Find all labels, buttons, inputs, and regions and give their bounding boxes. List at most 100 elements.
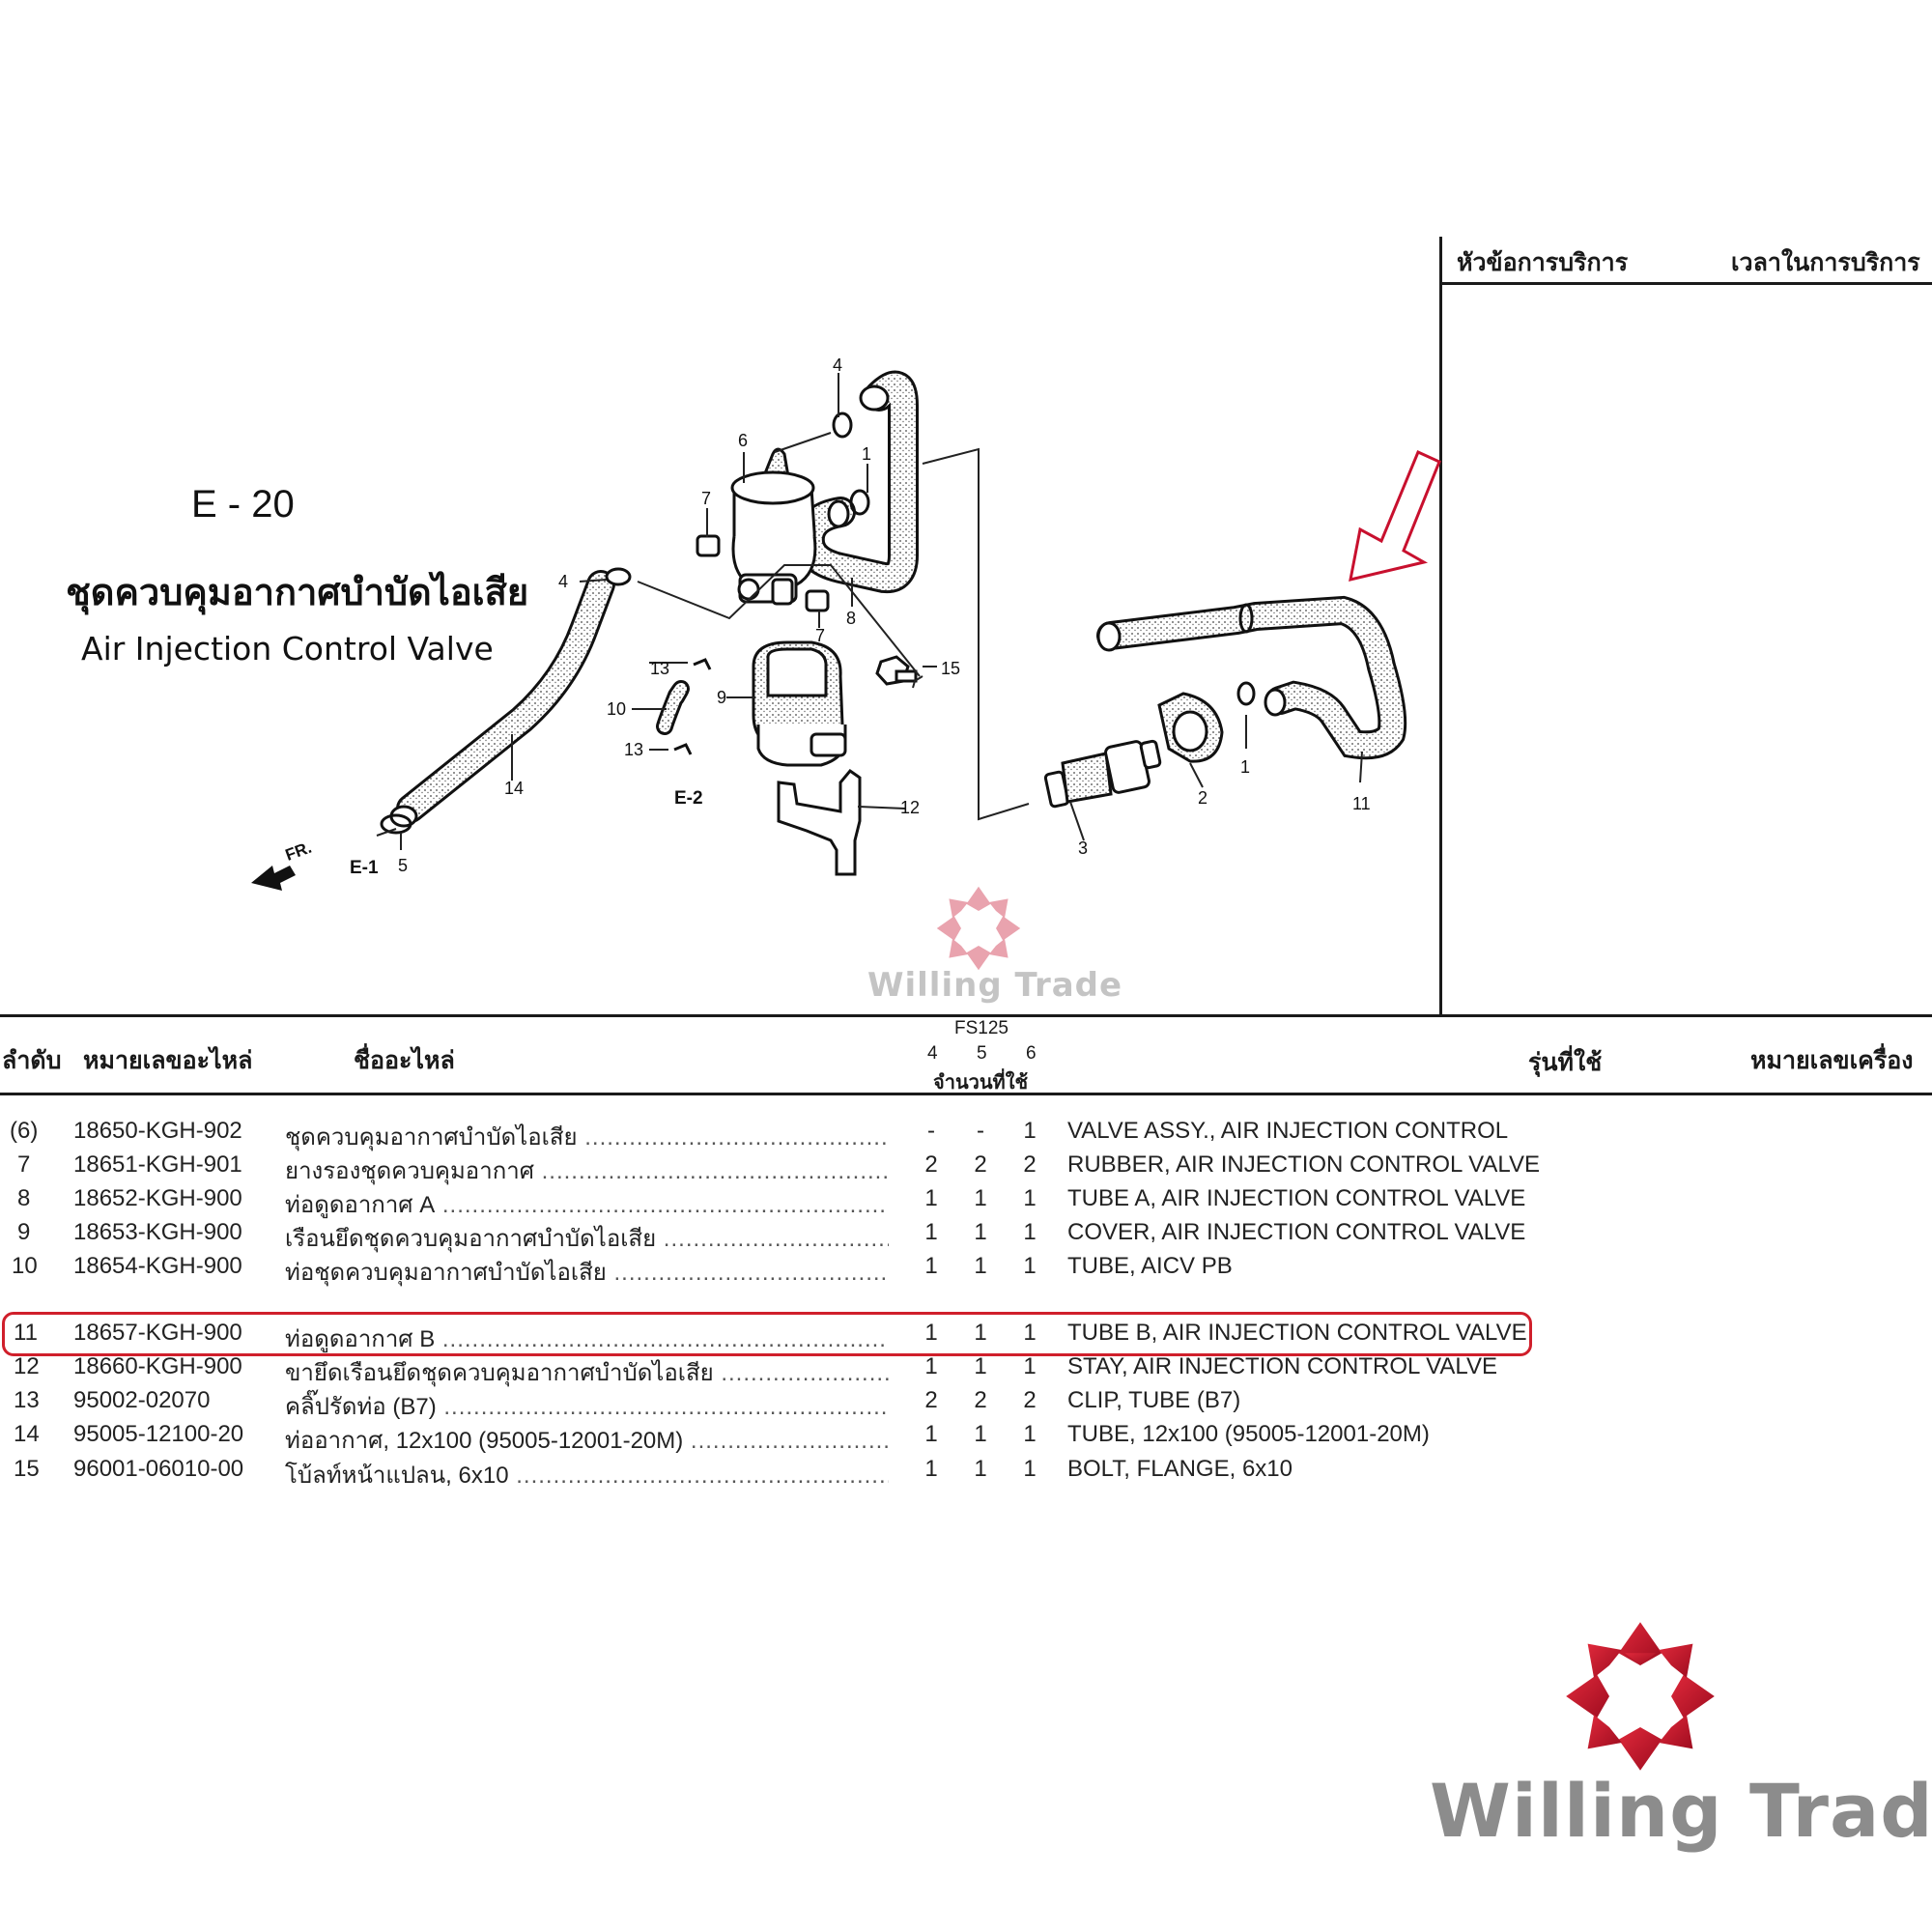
row-thai-name-cell: ท่อชุดควบคุมอากาศบำบัดไอเสีย ...........… (285, 1260, 889, 1286)
row-english-name: TUBE A, AIR INJECTION CONTROL VALVE (1067, 1185, 1526, 1211)
row-english-name: VALVE ASSY., AIR INJECTION CONTROL (1067, 1118, 1509, 1144)
callout-11: 11 (1352, 794, 1371, 813)
row-part-number: 95002-02070 (73, 1387, 211, 1413)
callout-12: 12 (900, 798, 920, 817)
row-qty-4: 1 (924, 1456, 938, 1482)
row-qty-4: - (927, 1118, 935, 1144)
row-qty-4: 1 (924, 1219, 938, 1245)
row-part-number: 18652-KGH-900 (73, 1185, 242, 1211)
row-part-number: 18654-KGH-900 (73, 1253, 242, 1279)
row-qty-4: 1 (924, 1320, 938, 1346)
row-no: (6) (10, 1118, 39, 1144)
row-english-name: TUBE, 12x100 (95005-12001-20M) (1067, 1421, 1430, 1447)
row-thai-name: เรือนยึดชุดควบคุมอากาศบำบัดไอเสีย (285, 1226, 657, 1252)
callout-6: 6 (738, 431, 748, 450)
callout-4-left: 4 (558, 572, 568, 591)
row-part-number: 96001-06010-00 (73, 1456, 244, 1482)
service-time-header: เวลาในการบริการ (1731, 248, 1920, 276)
callout-15: 15 (941, 659, 960, 678)
row-english-name: BOLT, FLANGE, 6x10 (1067, 1456, 1293, 1482)
row-qty-5: 1 (974, 1456, 987, 1482)
row-thai-name: ท่อชุดควบคุมอากาศบำบัดไอเสีย (285, 1260, 607, 1286)
row-qty-5: 2 (974, 1387, 987, 1413)
row-qty-6: 1 (1023, 1219, 1037, 1245)
callout-5: 5 (398, 856, 408, 875)
row-qty-4: 2 (924, 1151, 938, 1178)
row-thai-name: ยางรองชุดควบคุมอากาศ (285, 1158, 534, 1184)
callout-2: 2 (1198, 788, 1208, 808)
row-qty-6: 1 (1023, 1118, 1037, 1144)
row-qty-5: 1 (974, 1253, 987, 1279)
row-part-number: 18657-KGH-900 (73, 1320, 242, 1346)
variant-4-header: 4 (927, 1043, 938, 1064)
variant-6-header: 6 (1026, 1043, 1037, 1064)
row-no: 7 (17, 1151, 31, 1178)
row-qty-5: 1 (974, 1219, 987, 1245)
row-no: 12 (14, 1353, 40, 1379)
service-topic-header: หัวข้อการบริการ (1457, 248, 1629, 276)
row-qty-4: 1 (924, 1185, 938, 1211)
row-part-number: 18660-KGH-900 (73, 1353, 242, 1379)
row-thai-name-cell: ท่อดูดอากาศ B ..........................… (285, 1326, 889, 1352)
row-thai-name-cell: ขายึดเรือนยึดชุดควบคุมอากาศบำบัดไอเสีย .… (285, 1360, 889, 1386)
row-thai-name-cell: โบ้ลท์หน้าแปลน, 6x10 ...................… (285, 1463, 889, 1489)
callout-7-left: 7 (701, 489, 711, 508)
row-qty-4: 1 (924, 1421, 938, 1447)
callout-13-top: 13 (650, 659, 669, 678)
row-thai-name: โบ้ลท์หน้าแปลน, 6x10 (285, 1463, 509, 1489)
variant-5-header: 5 (977, 1043, 987, 1064)
willing-trade-logo-icon (1566, 1622, 1715, 1771)
table-header-rule (0, 1093, 1932, 1095)
row-qty-6: 1 (1023, 1253, 1037, 1279)
callout-4-top: 4 (833, 355, 842, 375)
section-title-thai: ชุดควบคุมอากาศบำบัดไอเสีย (66, 571, 529, 613)
row-no: 15 (14, 1456, 40, 1482)
row-thai-name: ท่อดูดอากาศ A (285, 1192, 436, 1218)
row-qty-6: 2 (1023, 1151, 1037, 1178)
row-no: 14 (14, 1421, 40, 1447)
row-thai-name-cell: คลิ๊ปรัดท่อ (B7) .......................… (285, 1394, 889, 1420)
callout-14: 14 (504, 779, 524, 798)
row-qty-5: 2 (974, 1151, 987, 1178)
row-qty-6: 1 (1023, 1353, 1037, 1379)
ref-e2: E-2 (674, 788, 703, 809)
row-highlight-box (2, 1312, 1532, 1356)
highlight-arrow-shape (1349, 449, 1441, 582)
row-thai-name-cell: เรือนยึดชุดควบคุมอากาศบำบัดไอเสีย ......… (285, 1226, 889, 1252)
row-part-number: 95005-12100-20 (73, 1421, 244, 1447)
cover-9-shape (752, 640, 847, 767)
callout-9: 9 (717, 688, 726, 707)
row-qty-6: 2 (1023, 1387, 1037, 1413)
ref-e1: E-1 (350, 858, 379, 878)
row-part-number: 18653-KGH-900 (73, 1219, 242, 1245)
row-qty-6: 1 (1023, 1185, 1037, 1211)
svg-text:FR.: FR. (283, 838, 314, 865)
stay-12-shape (777, 768, 862, 876)
table-top-rule (0, 1014, 1932, 1017)
section-title-english: Air Injection Control Valve (81, 630, 494, 668)
callout-3: 3 (1078, 838, 1088, 858)
tube-11-shape (1096, 595, 1407, 760)
watermark-logo-icon (936, 886, 1021, 971)
callout-13-bottom: 13 (624, 740, 643, 759)
model-header: FS125 (954, 1018, 1009, 1038)
row-thai-name: ชุดควบคุมอากาศบำบัดไอเสีย (285, 1124, 578, 1151)
row-thai-name-cell: ท่ออากาศ, 12x100 (95005-12001-20M) .....… (285, 1428, 889, 1454)
row-qty-4: 1 (924, 1253, 938, 1279)
col-no-header: ลำดับ (2, 1046, 62, 1074)
front-arrow-icon: FR. (251, 838, 314, 891)
row-qty-6: 1 (1023, 1421, 1037, 1447)
row-no: 13 (14, 1387, 40, 1413)
row-english-name: STAY, AIR INJECTION CONTROL VALVE (1067, 1353, 1497, 1379)
row-qty-4: 2 (924, 1387, 938, 1413)
row-thai-name: คลิ๊ปรัดท่อ (B7) (285, 1394, 437, 1420)
row-thai-name: ท่ออากาศ, 12x100 (95005-12001-20M) (285, 1428, 684, 1454)
row-thai-name-cell: ยางรองชุดควบคุมอากาศ ...................… (285, 1158, 889, 1184)
callout-1-top: 1 (862, 444, 871, 464)
row-no: 10 (12, 1253, 38, 1279)
section-code: E - 20 (191, 483, 295, 526)
row-qty-6: 1 (1023, 1320, 1037, 1346)
valve-6-shape (730, 447, 817, 606)
row-no: 8 (17, 1185, 31, 1211)
callout-7-right: 7 (815, 626, 825, 645)
